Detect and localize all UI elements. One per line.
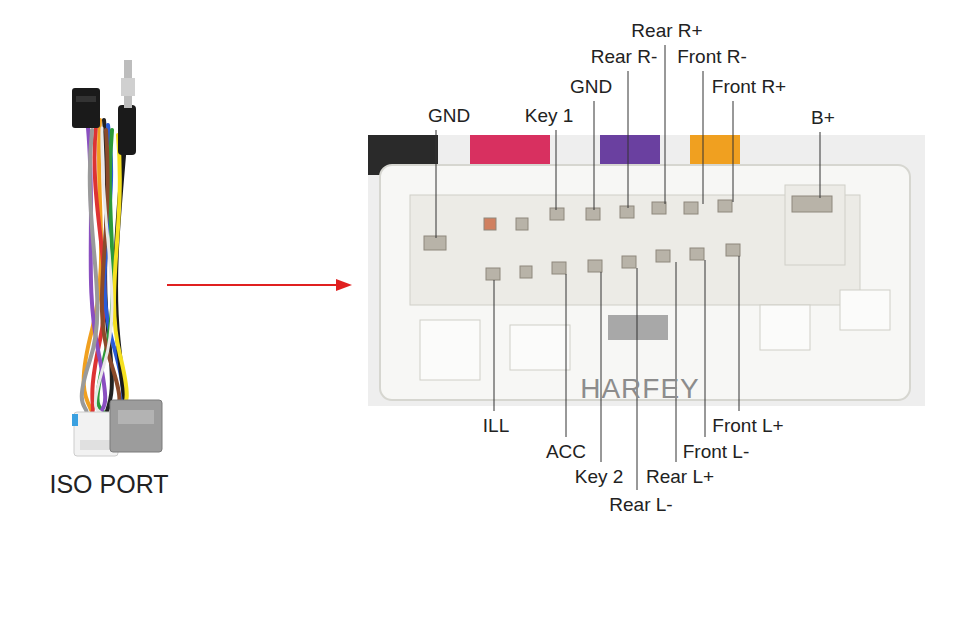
leader-lines	[436, 45, 820, 490]
pin-name: B+	[809, 108, 837, 129]
pin-name: Rear R-	[589, 47, 660, 68]
pin-name: ACC	[544, 442, 588, 463]
pin-name: Front L+	[710, 416, 785, 437]
pin-name: Key 2	[573, 467, 626, 488]
connector-face	[368, 135, 925, 406]
pin-name: Rear R+	[629, 21, 704, 42]
pointer-arrow	[167, 279, 352, 291]
pin-name: ILL	[481, 416, 511, 437]
part-name: ISO PORT	[47, 471, 170, 499]
pin-name: GND	[568, 77, 614, 98]
wire-harness	[82, 120, 128, 420]
pin-name: Front R+	[710, 77, 788, 98]
pin-name: Rear L+	[644, 467, 716, 488]
pin-name: Key 1	[523, 106, 576, 127]
pin-name: Rear L-	[607, 495, 674, 516]
pin-name: GND	[426, 106, 472, 127]
watermark: HARFEY	[578, 374, 702, 405]
pin-name: Front R-	[675, 47, 749, 68]
pin-name: Front L-	[681, 442, 752, 463]
plugs	[72, 60, 162, 456]
